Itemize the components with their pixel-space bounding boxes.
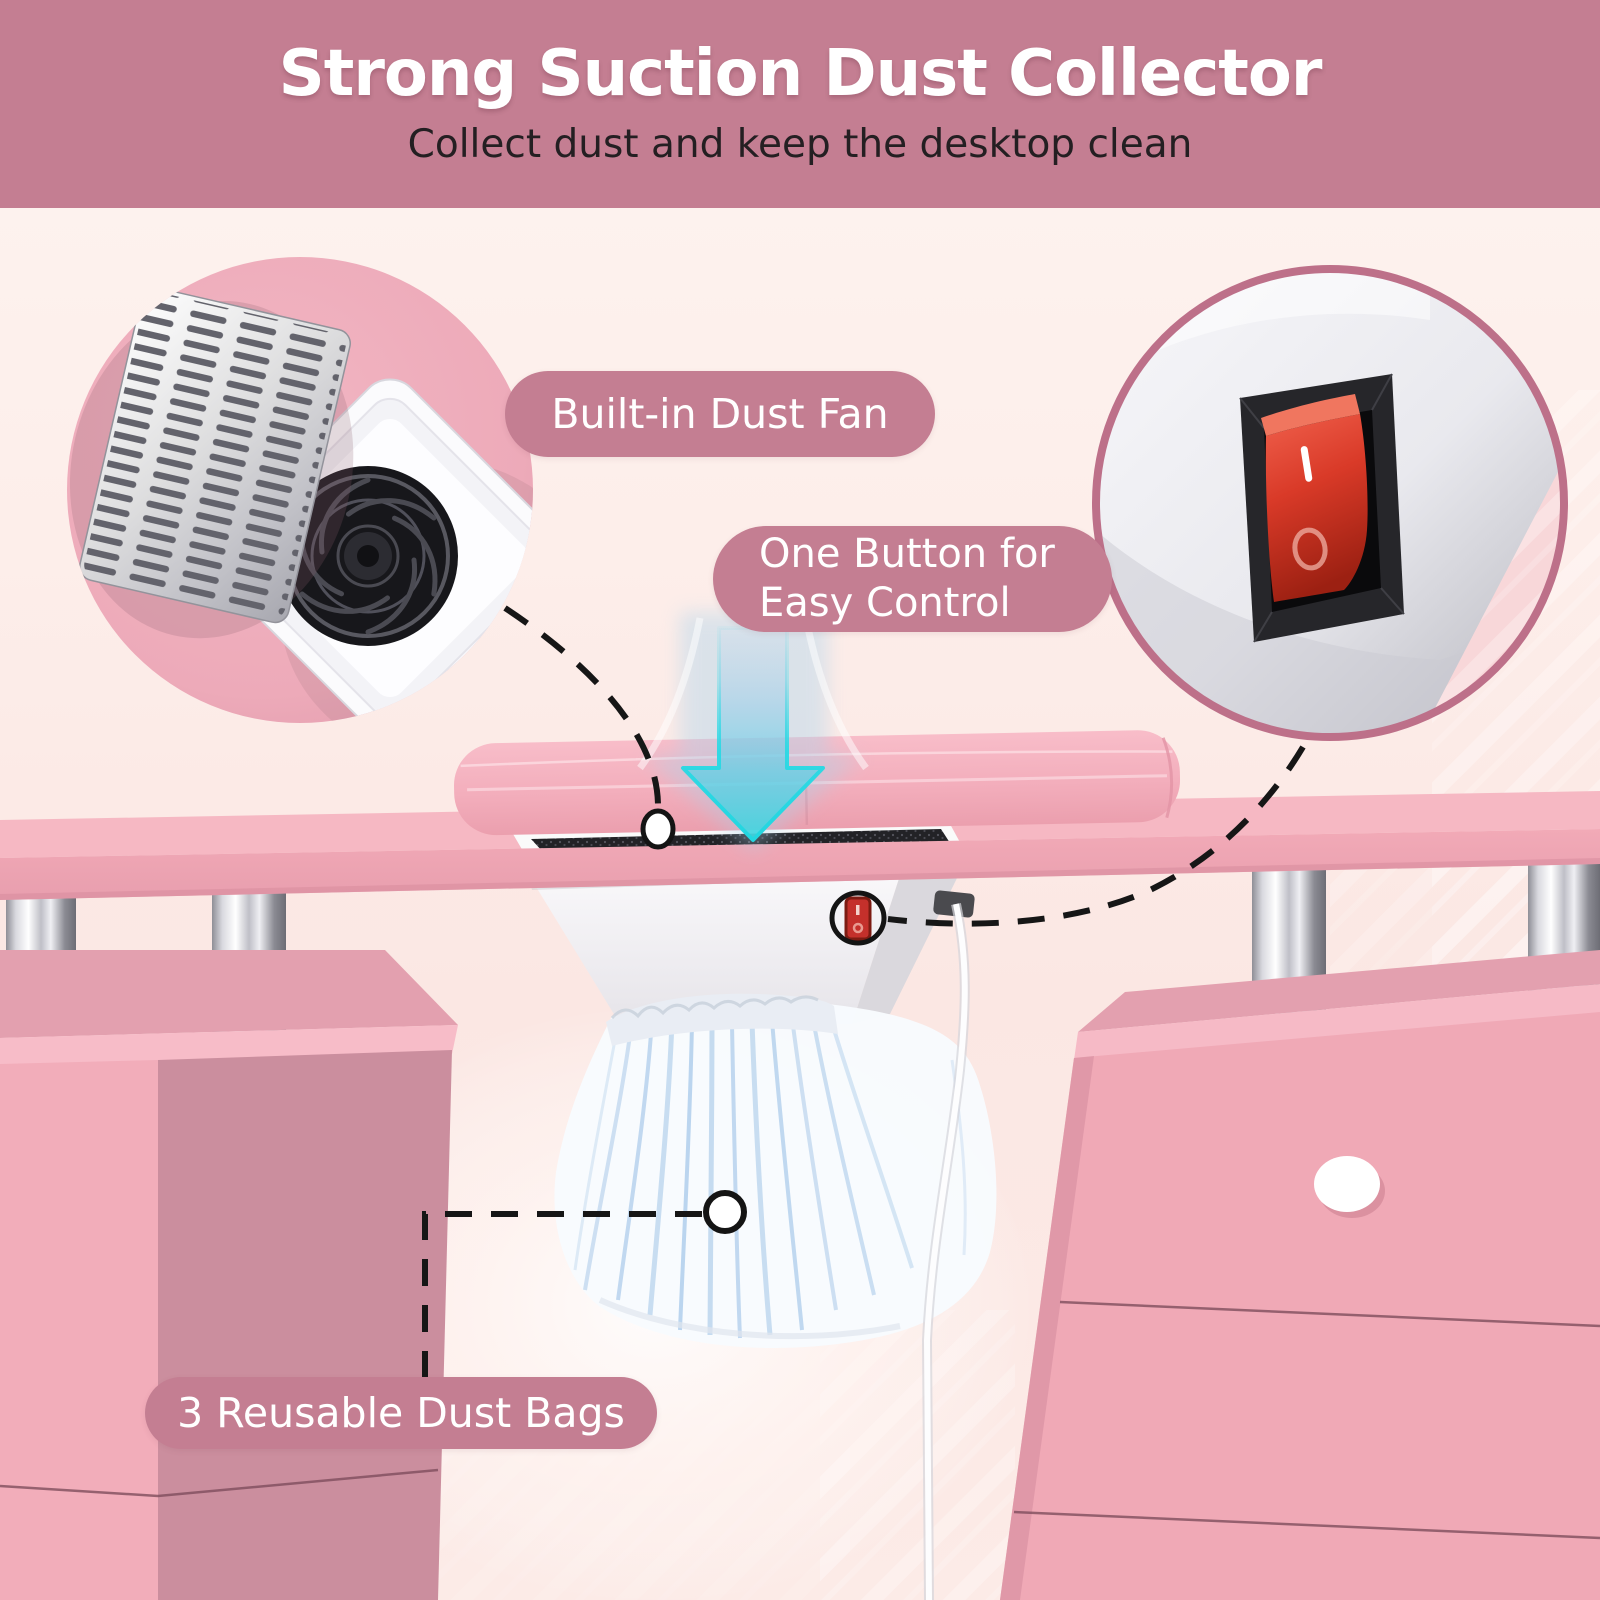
bag-marker-dot	[703, 1190, 747, 1234]
rocker-switch-icon[interactable]: I O	[1239, 373, 1405, 643]
dust-bags-label-pill: 3 Reusable Dust Bags	[145, 1377, 657, 1449]
right-cabinet-drawer-seam	[1059, 1300, 1600, 1328]
drawer-knob-highlight	[1324, 1164, 1356, 1188]
easy-control-label-line1: One Button for	[759, 531, 1055, 578]
dust-fan-label: Built-in Dust Fan	[551, 390, 889, 438]
bag-gather	[606, 993, 838, 1046]
page-subtitle: Collect dust and keep the desktop clean	[407, 122, 1193, 168]
switch-connector-dashed-line	[887, 745, 1306, 927]
fan-detail-circle	[67, 257, 533, 723]
vent-marker-dot	[640, 808, 676, 850]
dust-bag	[554, 993, 997, 1349]
right-cabinet-top	[1078, 950, 1600, 1032]
power-cord	[923, 903, 968, 1600]
left-cabinet-drawer-seam	[0, 1468, 439, 1498]
page-title: Strong Suction Dust Collector	[278, 36, 1323, 111]
circle-ring	[1092, 265, 1568, 741]
dust-bags-label: 3 Reusable Dust Bags	[177, 1389, 625, 1437]
power-connector	[933, 890, 975, 918]
left-cabinet-side	[158, 1050, 452, 1600]
right-cabinet-front	[1000, 1012, 1600, 1600]
bag-connector-dashed-line	[422, 1211, 703, 1378]
switch-highlight-ring	[829, 890, 887, 946]
airflow-streaks	[573, 1009, 967, 1339]
fan-icon	[278, 466, 458, 646]
right-cabinet-top-edge	[1074, 984, 1600, 1060]
table-bottom-shadow	[0, 858, 1600, 900]
right-cabinet	[1000, 850, 1600, 1600]
right-cabinet-drawer-seam	[1013, 1510, 1600, 1540]
table-front-edge	[0, 829, 1600, 900]
left-cabinet-top	[0, 950, 458, 1038]
header-banner: Strong Suction Dust Collector Collect du…	[0, 0, 1600, 208]
connector-lines	[422, 605, 1306, 1378]
vent-plate	[69, 286, 354, 639]
right-cabinet-left-edge-shade	[1000, 1056, 1094, 1600]
left-cabinet	[0, 870, 458, 1600]
easy-control-label-pill: One Button for Easy Control	[713, 526, 1112, 632]
bag-fold-shading	[598, 1297, 901, 1340]
power-switch[interactable]	[829, 890, 887, 946]
easy-control-label-line2: Easy Control	[759, 580, 1011, 626]
dust-fan-label-pill: Built-in Dust Fan	[505, 371, 935, 457]
left-cabinet-front	[0, 1060, 158, 1600]
